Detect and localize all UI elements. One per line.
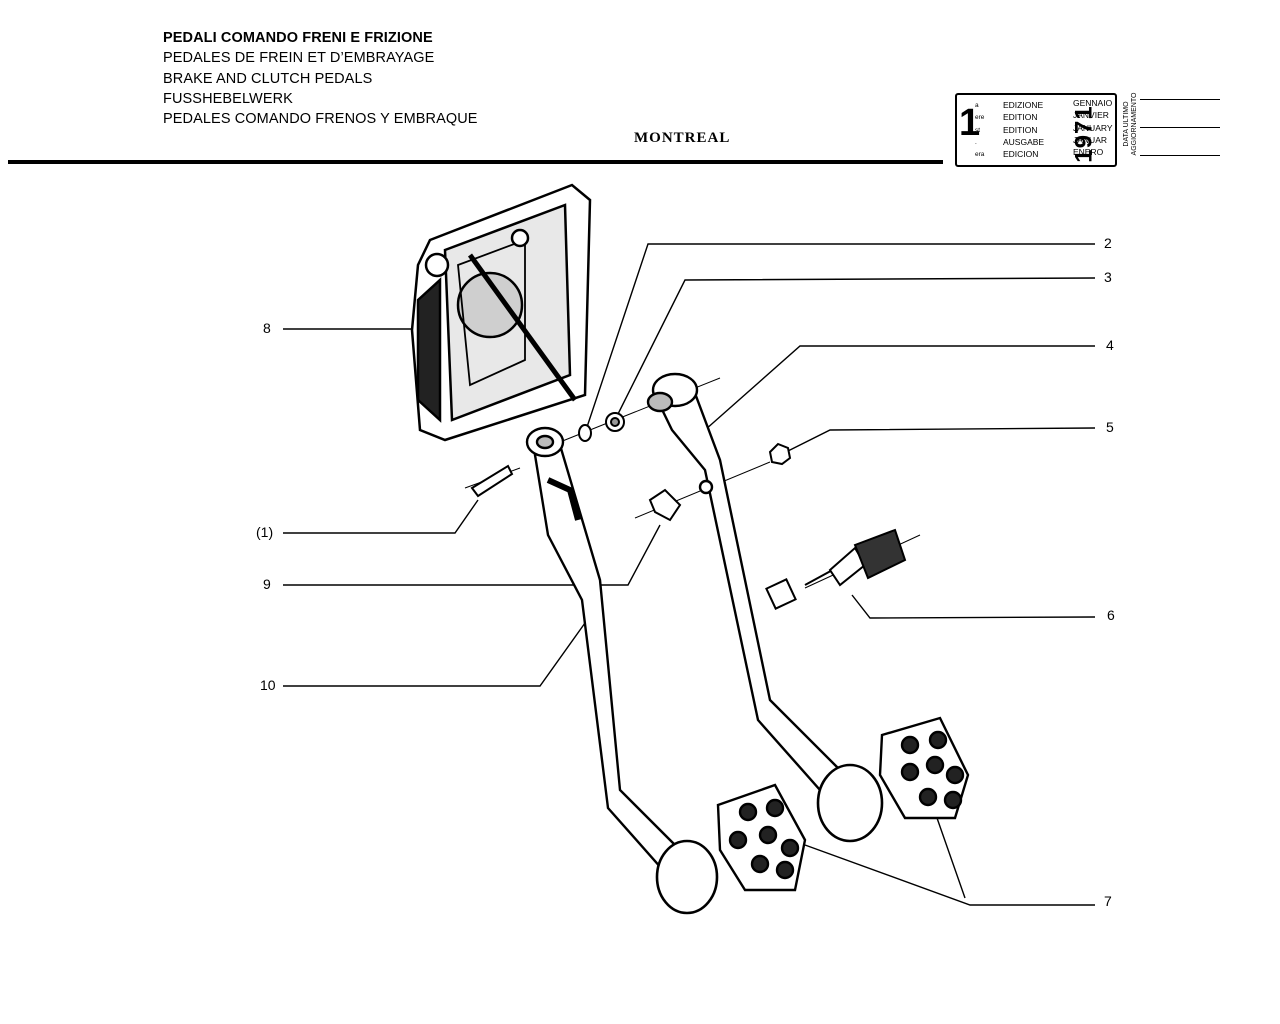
stud-9 <box>648 488 682 522</box>
callout-10: 10 <box>260 677 276 693</box>
callout-1: (1) <box>256 524 274 540</box>
title-english: BRAKE AND CLUTCH PEDALS <box>163 70 373 87</box>
edition-label-en: EDITION <box>1003 124 1038 135</box>
header-rule <box>8 160 943 164</box>
month-es: ENERO <box>1073 147 1104 158</box>
model-name: MONTREAL <box>634 130 731 146</box>
pedal-box-bracket <box>410 183 592 442</box>
edition-suffixes: a ere st . era <box>975 100 984 161</box>
month-fr: JANVIER <box>1073 110 1109 121</box>
callout-4: 4 <box>1106 337 1114 353</box>
callout-3: 3 <box>1104 269 1112 285</box>
leader-10 <box>283 622 586 687</box>
leader-3 <box>614 277 1096 421</box>
callout-6: 6 <box>1107 607 1115 623</box>
callout-7: 7 <box>1104 893 1112 909</box>
month-it: GENNAIO <box>1073 98 1113 108</box>
suffix-en: st <box>975 126 981 134</box>
callout-2: 2 <box>1104 235 1112 251</box>
pedal-pad-1 <box>716 783 807 892</box>
leader-1 <box>283 499 479 534</box>
update-line-3 <box>1140 155 1220 156</box>
title-german: FUSSHEBELWERK <box>163 90 293 107</box>
clutch-pedal <box>525 426 719 915</box>
pin-1 <box>470 464 514 498</box>
callout-5: 5 <box>1106 419 1114 435</box>
callout-8: 8 <box>263 320 271 336</box>
leader-5 <box>779 427 1096 456</box>
title-block: PEDALI COMANDO FRENI E FRIZIONE PEDALES … <box>163 28 478 129</box>
edition-label-fr: EDITION <box>1003 112 1038 123</box>
washer-2 <box>578 424 592 442</box>
title-french: PEDALES DE FREIN ET D’EMBRAYAGE <box>163 50 435 67</box>
suffix-de: . <box>975 138 977 146</box>
edition-months: GENNAIO JANVIER JANUARY JANUAR ENERO <box>1073 97 1113 158</box>
leader-6 <box>851 594 1096 619</box>
stop-light-switch-6 <box>765 528 907 610</box>
nut-5 <box>768 442 792 466</box>
bushing-3 <box>605 412 625 432</box>
suffix-it: a <box>975 102 979 109</box>
leader-4 <box>704 345 1095 431</box>
edition-label-de: AUSGABE <box>1003 136 1045 147</box>
month-en: JANUARY <box>1073 122 1113 133</box>
callout-9: 9 <box>263 576 271 592</box>
leader-9 <box>283 524 661 586</box>
title-italian: PEDALI COMANDO FRENI E FRIZIONE <box>163 30 433 46</box>
suffix-es: era <box>975 151 985 159</box>
edition-number: 1 <box>959 102 981 144</box>
update-line-2 <box>1140 127 1220 128</box>
update-line-1 <box>1140 99 1220 100</box>
title-spanish: PEDALES COMANDO FRENOS Y EMBRAQUE <box>163 111 478 128</box>
pedal-pad-2 <box>878 716 970 820</box>
edition-labels: EDIZIONE EDITION EDITION AUSGABE EDICION <box>1003 99 1044 160</box>
edition-label-es: EDICION <box>1003 149 1039 160</box>
suffix-fr: ere <box>975 114 985 122</box>
leader-7 <box>804 817 1095 906</box>
edition-box: 1 a ere st . era EDIZIONE EDITION EDITIO… <box>955 93 1117 167</box>
month-de: JANUAR <box>1073 134 1108 145</box>
edition-label-it: EDIZIONE <box>1003 100 1044 110</box>
brake-pedal <box>646 372 884 843</box>
leader-2 <box>584 243 1095 434</box>
